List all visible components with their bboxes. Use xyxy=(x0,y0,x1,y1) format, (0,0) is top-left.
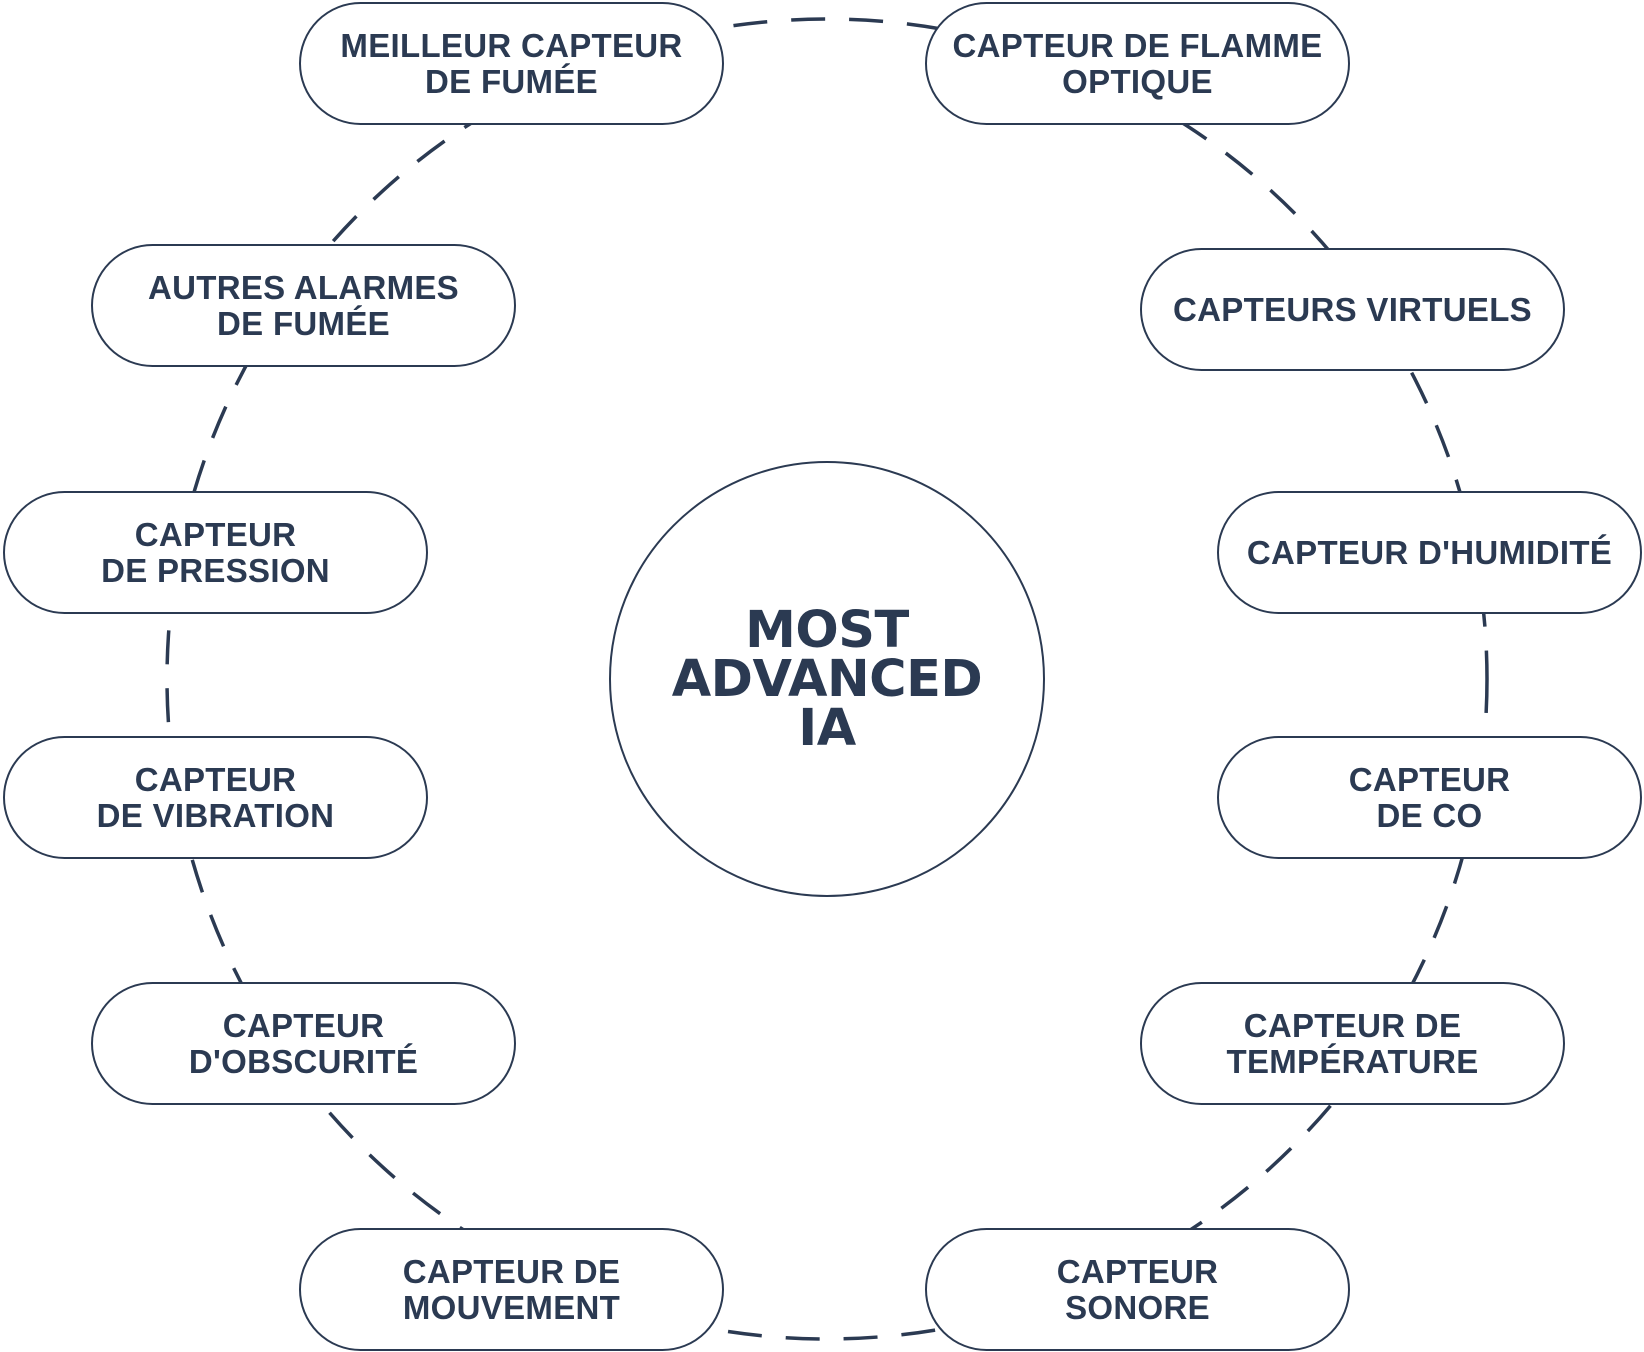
node-label: CAPTEUR D'OBSCURITÉ xyxy=(188,1006,419,1080)
node-label: CAPTEUR DE TEMPÉRATURE xyxy=(1226,1006,1479,1080)
node-sound-sensor: CAPTEUR SONORE xyxy=(925,1228,1350,1351)
node-label: MEILLEUR CAPTEUR DE FUMÉE xyxy=(340,26,683,100)
node-darkness-sensor: CAPTEUR D'OBSCURITÉ xyxy=(91,982,516,1105)
center-title: MOST ADVANCED IA xyxy=(671,600,983,758)
node-other-smoke-alarms: AUTRES ALARMES DE FUMÉE xyxy=(91,244,516,367)
center-hub: MOST ADVANCED IA xyxy=(609,461,1045,897)
node-co-sensor: CAPTEUR DE CO xyxy=(1217,736,1642,859)
node-pressure-sensor: CAPTEUR DE PRESSION xyxy=(3,491,428,614)
node-vibration-sensor: CAPTEUR DE VIBRATION xyxy=(3,736,428,859)
node-optical-flame-sensor: CAPTEUR DE FLAMME OPTIQUE xyxy=(925,2,1350,125)
node-motion-sensor: CAPTEUR DE MOUVEMENT xyxy=(299,1228,724,1351)
node-label: CAPTEUR DE CO xyxy=(1348,760,1511,834)
node-label: CAPTEURS VIRTUELS xyxy=(1173,290,1532,328)
node-label: CAPTEUR D'HUMIDITÉ xyxy=(1246,533,1613,571)
node-humidity-sensor: CAPTEUR D'HUMIDITÉ xyxy=(1217,491,1642,614)
node-temperature-sensor: CAPTEUR DE TEMPÉRATURE xyxy=(1140,982,1565,1105)
node-label: CAPTEUR DE FLAMME OPTIQUE xyxy=(952,26,1323,100)
node-virtual-sensors: CAPTEURS VIRTUELS xyxy=(1140,248,1565,371)
dashed-ring-circle xyxy=(165,17,1489,1341)
node-label: CAPTEUR DE VIBRATION xyxy=(96,760,335,834)
node-label: CAPTEUR SONORE xyxy=(1056,1252,1219,1326)
node-label: CAPTEUR DE PRESSION xyxy=(101,515,330,589)
node-best-smoke-sensor: MEILLEUR CAPTEUR DE FUMÉE xyxy=(299,2,724,125)
node-label: CAPTEUR DE MOUVEMENT xyxy=(402,1252,621,1326)
node-label: AUTRES ALARMES DE FUMÉE xyxy=(148,268,459,342)
